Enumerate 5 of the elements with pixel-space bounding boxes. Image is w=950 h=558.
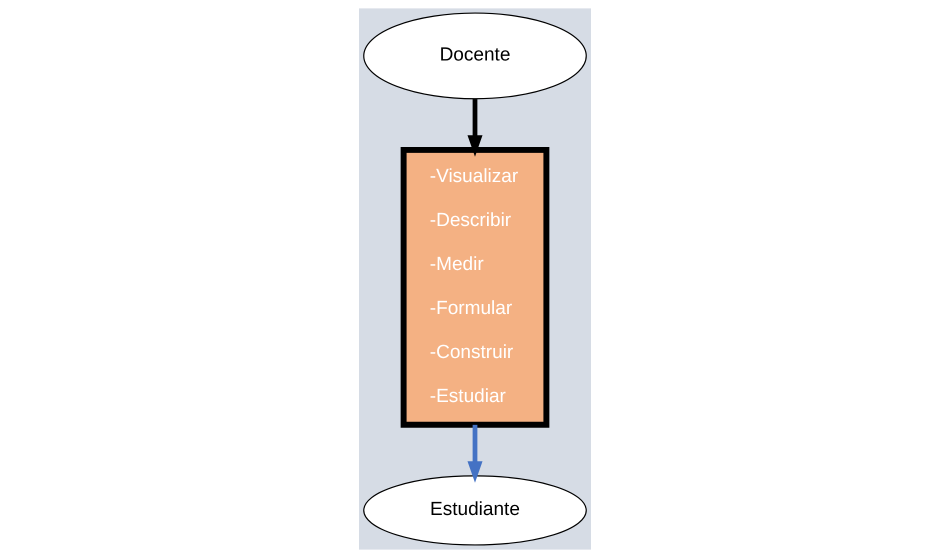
arrow: [467, 424, 483, 483]
node-box: -Visualizar -Describir -Medir -Formular -Construir -Estudiar: [400, 146, 550, 428]
node-ellipse: Estudiante: [363, 475, 587, 546]
arrow: [467, 99, 483, 157]
node-ellipse: Docente: [363, 12, 587, 100]
